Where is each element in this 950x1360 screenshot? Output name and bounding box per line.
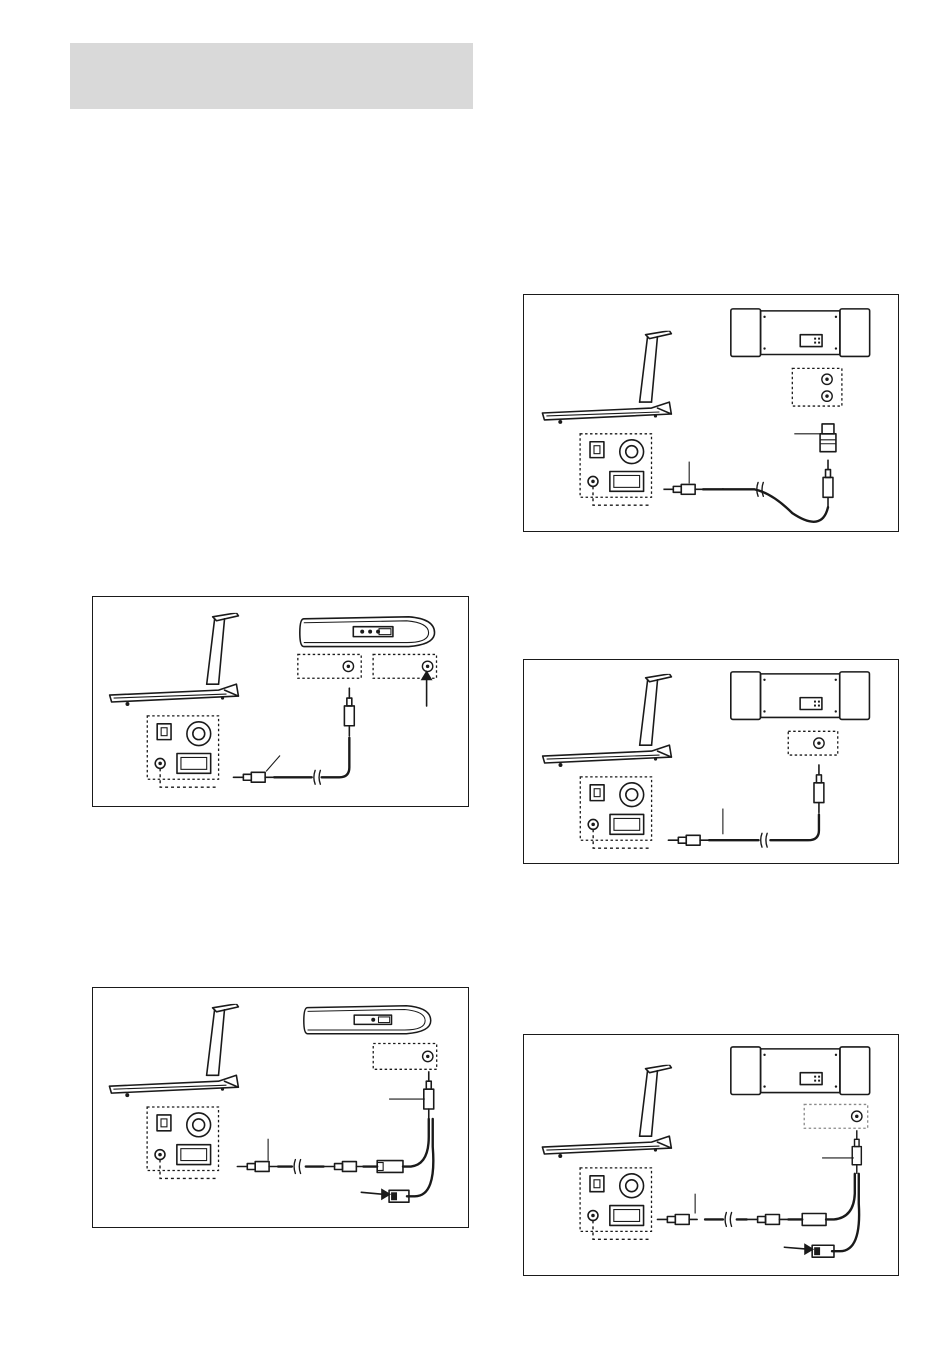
figure-stereo-rca: [523, 294, 899, 532]
figure-stereo-rca-drawing: [524, 295, 898, 531]
figure-portable-cd-phones-drawing: [93, 597, 468, 806]
figure-stereo-line-out: [523, 659, 899, 864]
figure-stereo-line-out-drawing: [524, 660, 898, 863]
figure-stereo-phones-splitter: [523, 1034, 899, 1276]
section-header-bar: [70, 43, 473, 109]
figure-portable-cd-splitter-drawing: [93, 988, 468, 1227]
figure-portable-cd-splitter: [92, 987, 469, 1228]
figure-stereo-phones-splitter-drawing: [524, 1035, 898, 1275]
figure-portable-cd-phones: [92, 596, 469, 807]
